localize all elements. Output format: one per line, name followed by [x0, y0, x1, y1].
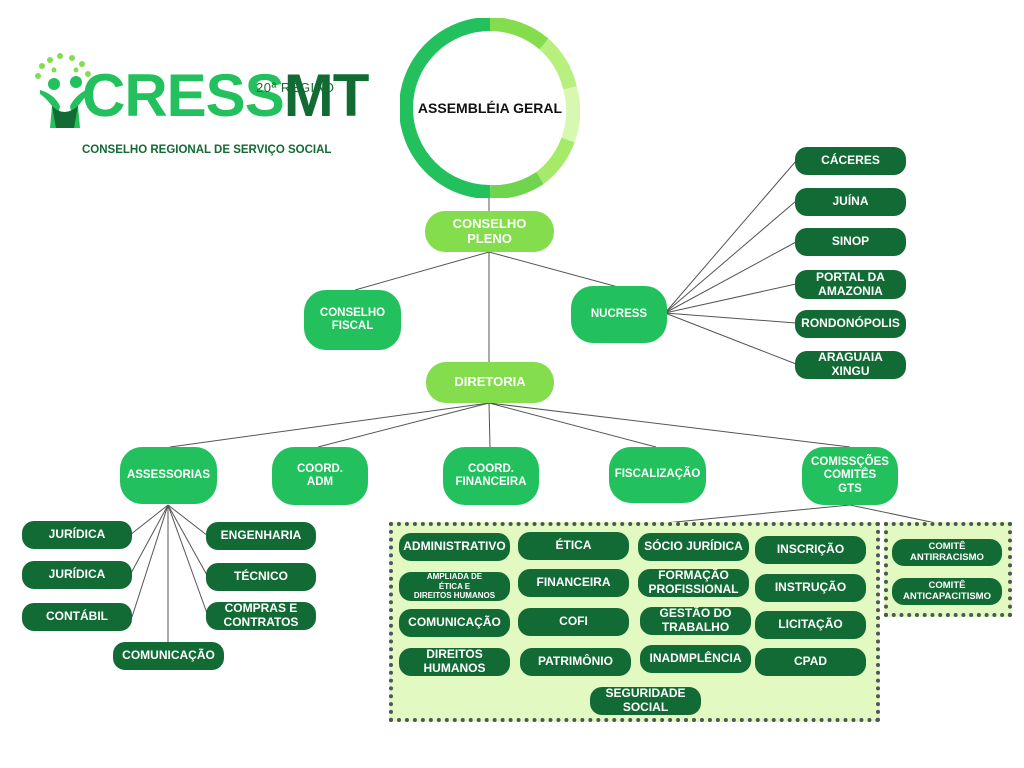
- conselho-fiscal-node: CONSELHO FISCAL: [304, 290, 401, 350]
- comissao-comunicacao: COMUNICAÇÃO: [399, 609, 510, 637]
- comissao-seguridade-social: SEGURIDADE SOCIAL: [590, 686, 701, 715]
- comissoes-node: COMISSÇÕES COMITÊS GTs: [802, 447, 898, 505]
- comissao-instrucao: INSTRUÇÃO: [755, 574, 866, 602]
- nucress-node: NUCRESS: [571, 286, 667, 343]
- nucress-item-araguaia-xingu: ARAGUAIA XINGU: [795, 350, 906, 379]
- comissao-financeira: FINANCEIRA: [518, 569, 629, 597]
- comite-antirracismo: COMITÊ ANTIRRACISMO: [892, 539, 1002, 566]
- fiscalizacao-node: FISCALIZAÇÃO: [609, 447, 706, 503]
- comissao-administrativo: ADMINISTRATIVO: [399, 533, 510, 561]
- people-tree-icon: [35, 53, 91, 128]
- comissao-formacao-profissional: FORMAÇÃO PROFISSIONAL: [638, 568, 749, 597]
- comite-anticapacitismo: COMITÊ ANTICAPACITISMO: [892, 578, 1002, 605]
- comissao-inscricao: INSCRIÇÃO: [755, 536, 866, 564]
- cress-mt-logo: CRESSMT 20ª REGIÃO CONSELHO REGIONAL DE …: [30, 48, 369, 168]
- ring-graphic: [399, 17, 581, 200]
- comissao-cofi: COFI: [518, 608, 629, 636]
- assessorias-node: ASSESSORIAS: [120, 447, 217, 504]
- nucress-item-rondonopolis: RONDONÓPOLIS: [795, 310, 906, 338]
- assessoria-item-engenharia: ENGENHARIA: [206, 522, 316, 550]
- nucress-item-caceres: CÁCERES: [795, 147, 906, 175]
- nucress-item-sinop: SINOP: [795, 228, 906, 256]
- comissao-direitos-humanos: DIREITOS HUMANOS: [399, 647, 510, 676]
- logo-cress: CRESS: [82, 62, 285, 129]
- logo-council: CONSELHO REGIONAL DE SERVIÇO SOCIAL: [82, 144, 332, 156]
- logo-wordmark: CRESSMT: [82, 66, 369, 126]
- assessoria-item-comunicacao: COMUNICAÇÃO: [113, 642, 224, 670]
- comissao-gestao-do-trabalho: GESTÃO DO TRABALHO: [640, 606, 751, 635]
- comissao-patrimonio: PATRIMÔNIO: [520, 648, 631, 676]
- nucress-item-portal-da-amazonia: PORTAL DA AMAZONIA: [795, 270, 906, 299]
- assessoria-item-contabil: CONTÁBIL: [22, 603, 132, 631]
- comissao-etica: ÉTICA: [518, 532, 629, 560]
- comissao-ampliada-de-etica: AMPLIADA DE ÉTICA E DIREITOS HUMANOS: [399, 572, 510, 601]
- logo-mt: MT: [283, 62, 370, 129]
- comissao-cpad: CPAD: [755, 648, 866, 676]
- conselho-pleno-node: CONSELHO PLENO: [425, 211, 554, 252]
- assessoria-item-tecnico: TÉCNICO: [206, 563, 316, 591]
- coord-adm-node: COORD. ADM: [272, 447, 368, 505]
- comissao-inadimplencia: INADMPLÊNCIA: [640, 645, 751, 673]
- nucress-item-juina: JUÍNA: [795, 188, 906, 216]
- assembleia-geral-label: ASSEMBLÉIA GERAL: [417, 100, 563, 116]
- assembleia-geral-ring: ASSEMBLÉIA GERAL: [399, 17, 581, 200]
- assessoria-item-compras-e-contratos: COMPRAS E CONTRATOS: [206, 601, 316, 630]
- assessoria-item-juridica-1: JURÍDICA: [22, 521, 132, 549]
- assessoria-item-juridica-2: JURÍDICA: [22, 561, 132, 589]
- diretoria-node: DIRETORIA: [426, 362, 554, 403]
- comissao-licitacao: LICITAÇÃO: [755, 611, 866, 639]
- logo-region: 20ª REGIÃO: [256, 80, 335, 95]
- comissao-socio-juridica: SÓCIO JURÍDICA: [638, 533, 749, 561]
- coord-financeira-node: COORD. FINANCEIRA: [443, 447, 539, 505]
